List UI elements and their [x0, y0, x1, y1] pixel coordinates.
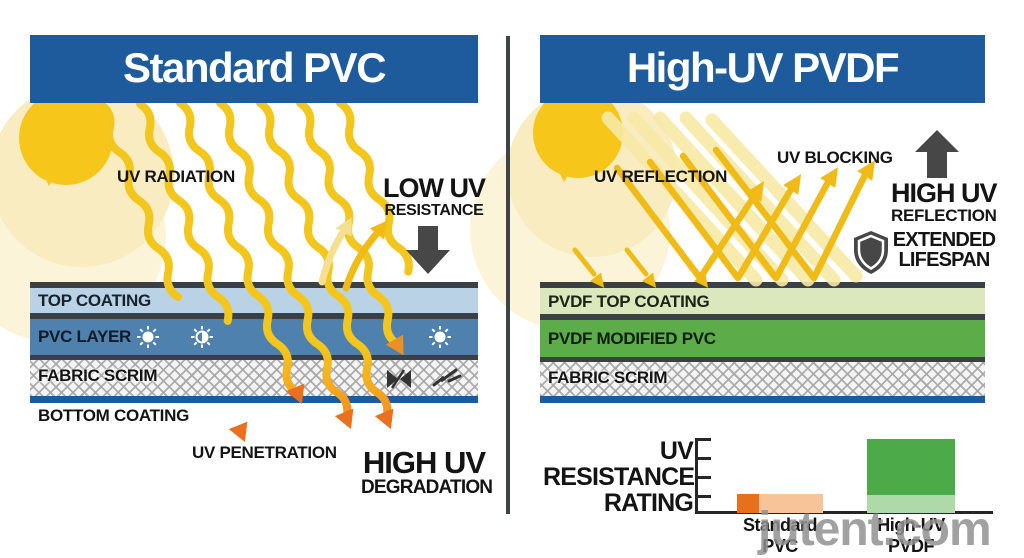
watermark: jutent.com	[758, 503, 992, 556]
right-stack-separator	[540, 314, 985, 320]
pvdf-top-coating-label: PVDF TOP COATING	[548, 292, 710, 311]
bottom-coating-label: BOTTOM COATING	[38, 406, 189, 425]
right-stack-separator	[540, 357, 985, 362]
sun-symbol-icon	[136, 325, 160, 354]
fabric-scrim-right-label: FABRIC SCRIM	[548, 368, 668, 387]
weave-compress-icon	[383, 368, 415, 395]
chart-y-axis	[695, 438, 698, 514]
sun-symbol-icon	[428, 325, 452, 354]
low-uv-sub-label: RESISTANCE	[384, 202, 484, 219]
high-uv-degradation-sub-label: DEGRADATION	[361, 477, 493, 498]
chart-title: UV RESISTANCE RATING	[543, 437, 695, 517]
bar-label-high-uv-pvdf: High-UV PVDF	[877, 515, 945, 556]
uv-radiation-label: UV RADIATION	[117, 167, 235, 186]
right-panel-title: High-UV PVDF	[540, 35, 985, 103]
uv-blocking-label: UV BLOCKING	[777, 148, 893, 167]
weak-reflection-arrow	[318, 217, 388, 292]
extended-lifespan-sub-label: LIFESPAN	[898, 249, 990, 271]
panel-divider	[506, 36, 510, 514]
uv-penetration-label: UV PENETRATION	[192, 443, 337, 462]
chart-x-axis	[695, 511, 993, 514]
crack-icon	[432, 366, 462, 395]
pvc-layer-label: PVC LAYER	[38, 327, 132, 346]
layer-bottom-coating-right	[540, 396, 985, 403]
layer-fabric-scrim-right	[540, 362, 985, 396]
uv-incoming-rays	[601, 111, 863, 287]
bar-high-uv-pvdf	[867, 439, 955, 513]
axis-tick	[698, 495, 711, 498]
down-arrow-icon	[406, 226, 450, 274]
left-panel-title: Standard PVC	[30, 35, 478, 103]
uv-reflection-label: UV REFLECTION	[594, 167, 728, 186]
pvdf-modified-pvc-label: PVDF MODIFIED PVC	[548, 329, 716, 348]
axis-tick	[698, 438, 711, 441]
axis-tick	[698, 457, 711, 460]
high-uv-degradation-label: HIGH UV	[362, 445, 486, 480]
top-coating-label: TOP COATING	[38, 291, 151, 310]
low-uv-label: LOW UV	[383, 173, 486, 203]
up-arrow-icon	[915, 130, 959, 178]
shield-icon	[854, 231, 888, 274]
half-sun-symbol-icon	[190, 325, 214, 354]
high-uv-reflection-sub-label: REFLECTION	[891, 206, 997, 225]
layer-bottom-coating	[30, 396, 478, 403]
bar-standard-pvc	[737, 494, 823, 513]
extended-lifespan-label: EXTENDED	[892, 229, 996, 251]
bar-label-standard-pvc: Standard PVC	[742, 515, 818, 556]
axis-tick	[698, 476, 711, 479]
high-uv-reflection-label: HIGH UV	[891, 178, 998, 208]
fabric-scrim-label: FABRIC SCRIM	[38, 366, 158, 385]
